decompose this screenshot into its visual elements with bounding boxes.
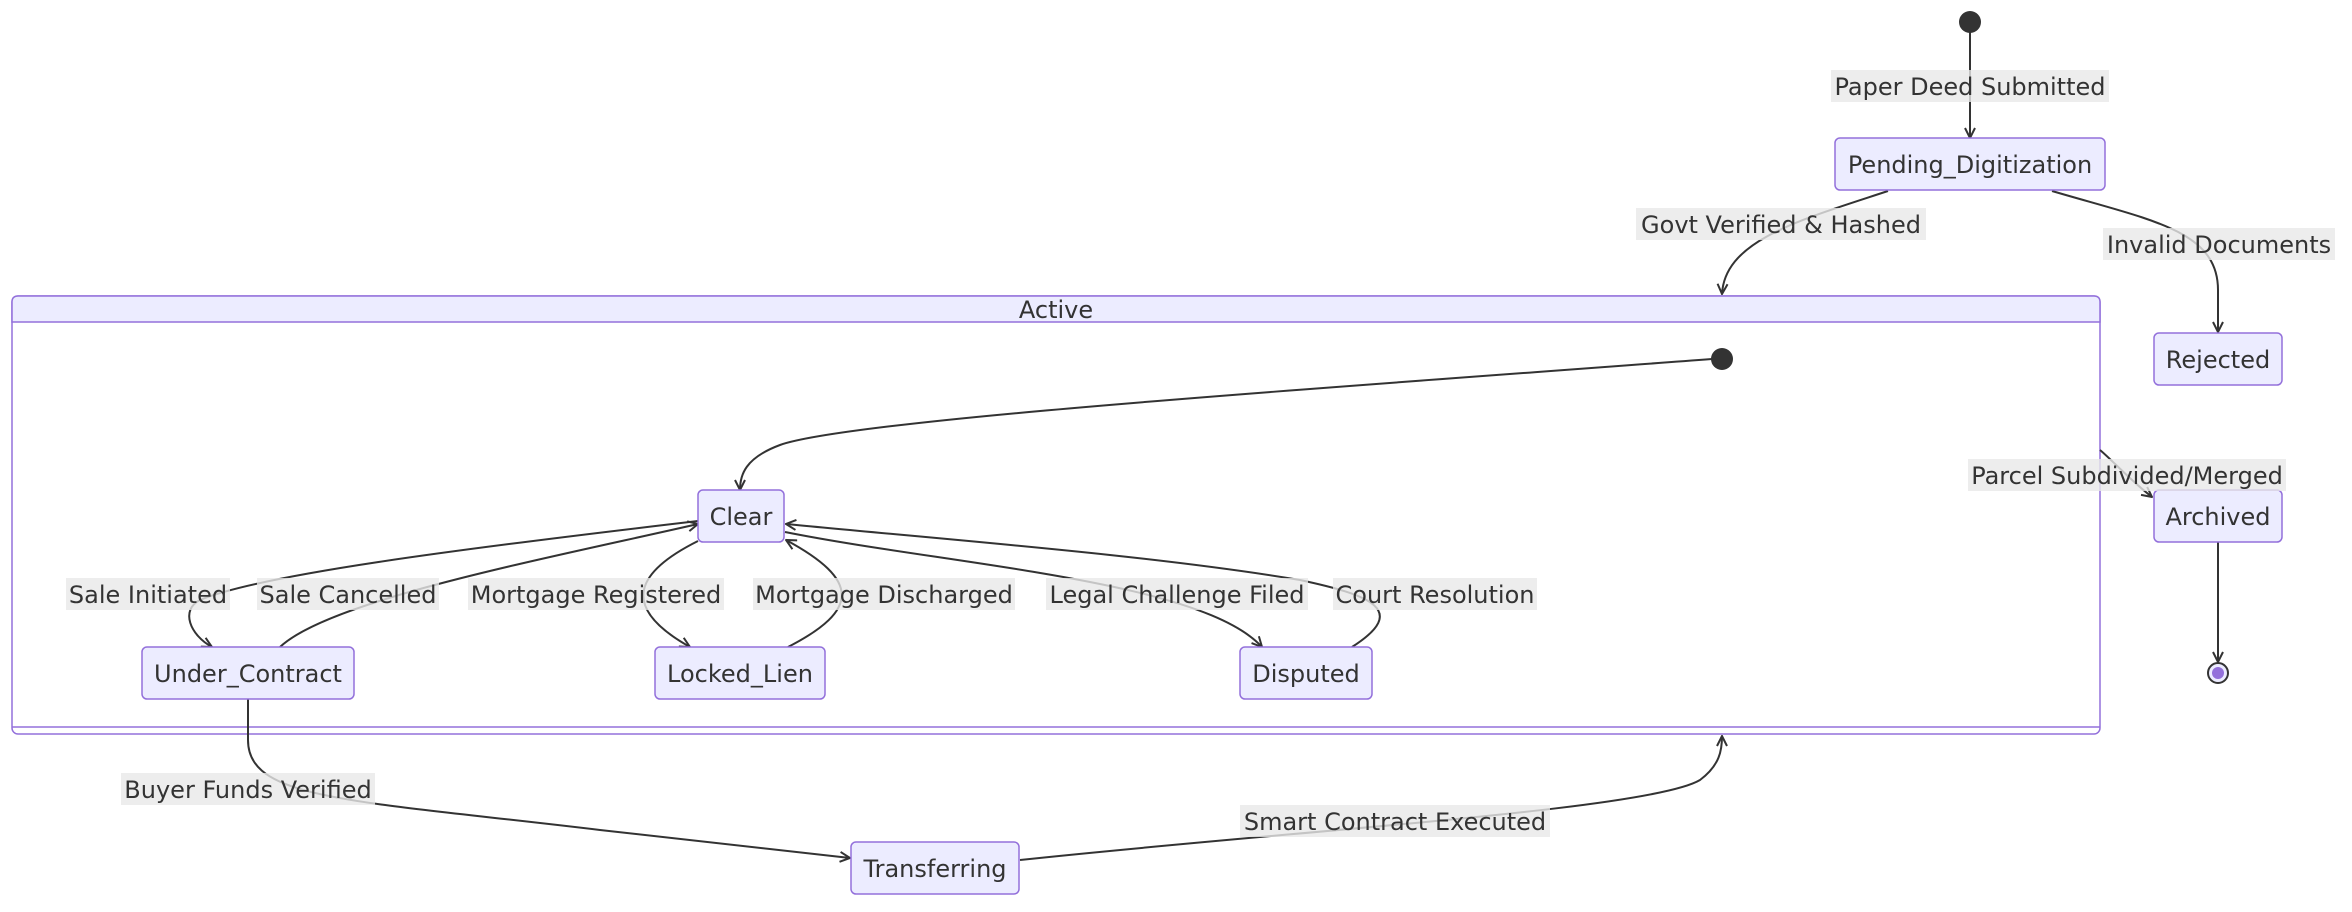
state-disputed: Disputed (1239, 646, 1373, 700)
edge-initial-clear (740, 358, 1713, 490)
label-mortgage-registered: Mortgage Registered (471, 581, 722, 609)
label-mortgage-discharged: Mortgage Discharged (755, 581, 1013, 609)
state-archived: Archived (2153, 489, 2283, 543)
label-buyer-funds: Buyer Funds Verified (124, 776, 371, 804)
state-transferring-label: Transferring (862, 855, 1006, 883)
composite-active-label: Active (1019, 296, 1093, 324)
label-paper-deed: Paper Deed Submitted (1834, 73, 2105, 101)
state-under-contract-label: Under_Contract (154, 660, 342, 688)
state-pending-digitization-label: Pending_Digitization (1848, 151, 2092, 179)
label-sale-cancelled: Sale Cancelled (260, 581, 437, 609)
composite-active-header (11, 295, 2101, 323)
label-parcel-subdivided: Parcel Subdivided/Merged (1971, 462, 2283, 490)
state-under-contract: Under_Contract (141, 646, 355, 700)
state-archived-label: Archived (2165, 503, 2270, 531)
label-sale-initiated: Sale Initiated (69, 581, 227, 609)
edge-smart-contract (1019, 736, 1722, 861)
state-locked-lien-label: Locked_Lien (667, 660, 813, 688)
state-rejected-label: Rejected (2166, 346, 2270, 374)
state-transferring: Transferring (850, 841, 1020, 895)
state-disputed-label: Disputed (1252, 660, 1360, 688)
label-court-resolution: Court Resolution (1336, 581, 1535, 609)
composite-state-active: Active (11, 295, 2101, 735)
label-govt-verified: Govt Verified & Hashed (1641, 211, 1921, 239)
label-legal-challenge: Legal Challenge Filed (1050, 581, 1305, 609)
state-pending-digitization: Pending_Digitization (1834, 137, 2106, 191)
label-invalid-docs: Invalid Documents (2107, 231, 2331, 259)
initial-state-active (1711, 348, 1733, 370)
edge-govt-verified (1722, 190, 1889, 294)
edge-legal-challenge (784, 531, 1262, 647)
edge-court-resolution (786, 524, 1381, 648)
state-locked-lien: Locked_Lien (654, 646, 826, 700)
state-clear-label: Clear (710, 503, 773, 531)
label-smart-contract: Smart Contract Executed (1244, 808, 1546, 836)
edge-labels: Paper Deed Submitted Govt Verified & Has… (66, 70, 2335, 837)
edge-sale-cancelled (279, 524, 698, 648)
final-state (2207, 662, 2229, 684)
state-clear: Clear (697, 489, 785, 543)
initial-state-top (1959, 11, 1981, 33)
state-rejected: Rejected (2153, 332, 2283, 386)
